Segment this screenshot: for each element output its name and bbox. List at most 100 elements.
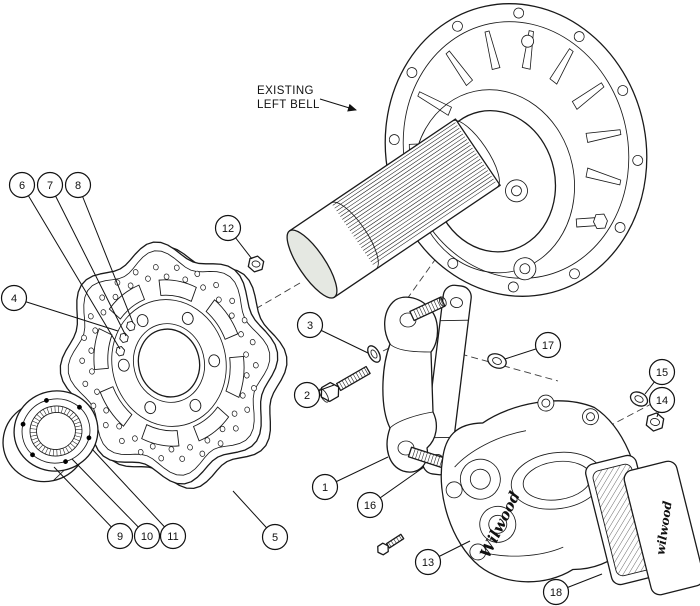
brake-caliper: Wilwood xyxy=(440,394,641,583)
callout-18[interactable]: 18 xyxy=(542,578,570,606)
callout-3-label: 3 xyxy=(307,320,313,332)
callout-18-label: 18 xyxy=(550,587,562,599)
leader-line xyxy=(49,184,127,337)
hub-hole xyxy=(77,404,82,410)
hub-hole xyxy=(63,459,68,464)
rotor-windows xyxy=(77,265,260,461)
bell-stud xyxy=(575,213,608,230)
callout-10[interactable]: 10 xyxy=(133,522,161,550)
rotor-window xyxy=(204,296,238,342)
bell-bolt-hole xyxy=(452,20,463,32)
leader-line xyxy=(77,184,134,324)
callout-12[interactable]: 12 xyxy=(214,214,242,242)
shaft-splines xyxy=(332,122,496,265)
hub-hole xyxy=(30,452,35,458)
rotor-drilled-holes xyxy=(59,246,279,481)
flat-washer-17 xyxy=(487,353,507,369)
bell-bolt-hole xyxy=(569,268,580,280)
hat-stud xyxy=(115,346,126,356)
rotor-hat-hardware xyxy=(110,321,142,357)
callout-5-label: 5 xyxy=(272,532,278,544)
hub-face-holes xyxy=(20,398,92,464)
rotor-lug-hole xyxy=(208,354,221,368)
hub-hole xyxy=(86,435,92,441)
callout-10-label: 10 xyxy=(141,531,153,543)
bell-vane xyxy=(417,91,452,116)
rotor-window xyxy=(139,418,181,454)
rotor-window xyxy=(218,354,252,400)
bell-bolt-hole xyxy=(447,258,459,269)
splined-drive-hub xyxy=(2,390,99,483)
bell-bolt-hole xyxy=(507,281,519,293)
brake-pads: wilwood xyxy=(585,454,700,596)
callout-16[interactable]: 16 xyxy=(356,491,384,519)
callout-9[interactable]: 9 xyxy=(106,522,134,550)
callout-8[interactable]: 8 xyxy=(64,171,92,199)
bell-annotation-line1: EXISTING xyxy=(257,85,314,97)
callout-7-label: 7 xyxy=(47,180,53,192)
bell-vane xyxy=(585,129,622,143)
rotor-window xyxy=(85,326,119,372)
bell-bolt-hole xyxy=(513,7,525,19)
stud-threads xyxy=(413,297,444,319)
callout-11[interactable]: 11 xyxy=(159,522,187,550)
bell-annotation: EXISTING LEFT BELL xyxy=(257,85,357,112)
callout-6[interactable]: 6 xyxy=(8,171,36,199)
callout-12-label: 12 xyxy=(222,223,234,235)
callout-8-label: 8 xyxy=(75,180,81,192)
callout-7[interactable]: 7 xyxy=(36,171,64,199)
rotor-lug-holes xyxy=(108,299,231,427)
hub-splines xyxy=(30,405,82,457)
callout-3[interactable]: 3 xyxy=(296,311,324,339)
bracket-stud-upper xyxy=(409,296,447,322)
callout-14[interactable]: 14 xyxy=(648,386,676,414)
callout-15[interactable]: 15 xyxy=(648,358,676,386)
rotor-lug-hole xyxy=(189,398,202,412)
callout-balloons: 1 2 3 4 5 6 7 8 9 10 11 12 13 14 15 16 1… xyxy=(0,171,676,606)
rotor-window xyxy=(106,285,148,321)
callout-13[interactable]: 13 xyxy=(414,548,442,576)
bell-annotation-line2: LEFT BELL xyxy=(257,99,320,111)
bridge-bolt xyxy=(537,394,555,412)
rotor-window xyxy=(190,405,232,441)
callout-4[interactable]: 4 xyxy=(0,284,28,312)
leader-line xyxy=(53,466,121,537)
callout-17[interactable]: 17 xyxy=(534,331,562,359)
bell-vane xyxy=(571,82,605,110)
callout-9-label: 9 xyxy=(117,531,123,543)
bell-bolt-hole xyxy=(406,67,418,78)
callout-2-label: 2 xyxy=(304,390,310,402)
leader-line xyxy=(13,297,119,332)
nut-14 xyxy=(645,412,665,432)
callout-14-label: 14 xyxy=(656,395,668,407)
leader-line xyxy=(71,458,148,537)
splined-axle-shaft xyxy=(286,118,501,299)
callout-2[interactable]: 2 xyxy=(293,381,321,409)
bell-vane xyxy=(445,50,474,87)
bell-vane xyxy=(484,30,501,70)
bolt-threads xyxy=(388,535,403,547)
callout-1[interactable]: 1 xyxy=(311,473,339,501)
bell-bolt-hole xyxy=(573,31,585,42)
brake-rotor xyxy=(35,218,312,513)
hub-hole xyxy=(20,421,26,427)
rotor-window xyxy=(157,272,199,308)
nut-12 xyxy=(247,255,265,273)
callout-6-label: 6 xyxy=(19,180,25,192)
brake-pad-backing: wilwood xyxy=(623,460,700,596)
rotor-lug-hole xyxy=(181,311,194,325)
rotor-window xyxy=(100,384,134,430)
rotor-lug-hole xyxy=(144,400,157,414)
callout-13-label: 13 xyxy=(422,557,434,569)
callout-15-label: 15 xyxy=(656,367,668,379)
bell-bolt-hole xyxy=(614,222,626,233)
flat-washer-3 xyxy=(367,345,381,363)
rotor-lug-hole xyxy=(136,313,149,327)
bolt-threads xyxy=(339,367,369,389)
bridge-bolt xyxy=(582,408,599,426)
callout-5[interactable]: 5 xyxy=(261,523,289,551)
rotor-lug-hole xyxy=(117,358,130,372)
caliper-bracket xyxy=(377,296,450,556)
